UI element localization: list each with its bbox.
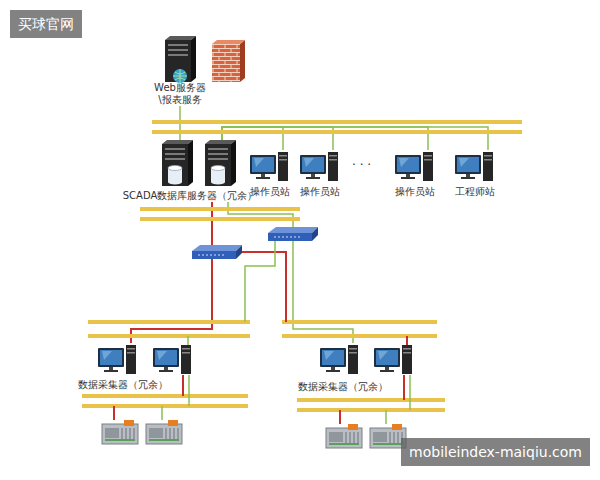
plc-icon bbox=[326, 424, 362, 448]
device-label: 工程师站 bbox=[455, 186, 495, 198]
device-node: 操作员站 bbox=[242, 150, 298, 198]
watermark: 买球官网 bbox=[10, 10, 82, 38]
server-icon bbox=[162, 140, 193, 186]
workstation-icon bbox=[250, 152, 288, 181]
collector-icon bbox=[320, 345, 358, 374]
web-server-icon bbox=[165, 36, 196, 82]
device-label: 操作员站 bbox=[395, 186, 435, 198]
database-icon bbox=[168, 166, 182, 185]
globe-icon bbox=[173, 69, 187, 83]
device-label: 数据采集器（冗余） bbox=[298, 381, 388, 393]
ellipsis-label: · · · bbox=[352, 158, 371, 172]
red-link bbox=[114, 252, 407, 424]
workstation-icon bbox=[395, 152, 433, 181]
device-node: 工程师站 bbox=[447, 150, 503, 198]
bus-bar bbox=[82, 122, 522, 410]
device-node: 操作员站 bbox=[387, 150, 443, 198]
server-icon bbox=[205, 140, 236, 186]
switch-icon bbox=[268, 227, 318, 241]
collector-icon bbox=[98, 345, 136, 374]
device-node: Web服务器 \报表服务 bbox=[140, 38, 220, 106]
plc-icon bbox=[102, 420, 138, 444]
collector-icon bbox=[153, 345, 191, 374]
switch-icon bbox=[192, 245, 242, 259]
firewall-icon bbox=[212, 40, 245, 82]
device-label: Web服务器 \报表服务 bbox=[150, 82, 210, 106]
workstation-icon bbox=[300, 152, 338, 181]
device-label: 操作员站 bbox=[300, 186, 340, 198]
plc-icon bbox=[146, 420, 182, 444]
device-label: 数据采集器（冗余） bbox=[78, 379, 168, 391]
green-link bbox=[162, 240, 410, 424]
device-label: SCADA数据库服务器（冗余） bbox=[123, 190, 258, 202]
device-node: SCADA数据库服务器（冗余） bbox=[110, 140, 270, 202]
collector-icon bbox=[374, 345, 412, 374]
device-node: 数据采集器（冗余） bbox=[298, 343, 410, 393]
database-icon bbox=[211, 166, 225, 185]
device-label: 操作员站 bbox=[250, 186, 290, 198]
device-node: 操作员站 bbox=[292, 150, 348, 198]
device-node: 数据采集器（冗余） bbox=[78, 343, 190, 391]
watermark: mobileindex-maiqiu.com bbox=[401, 438, 590, 466]
workstation-icon bbox=[455, 152, 493, 181]
